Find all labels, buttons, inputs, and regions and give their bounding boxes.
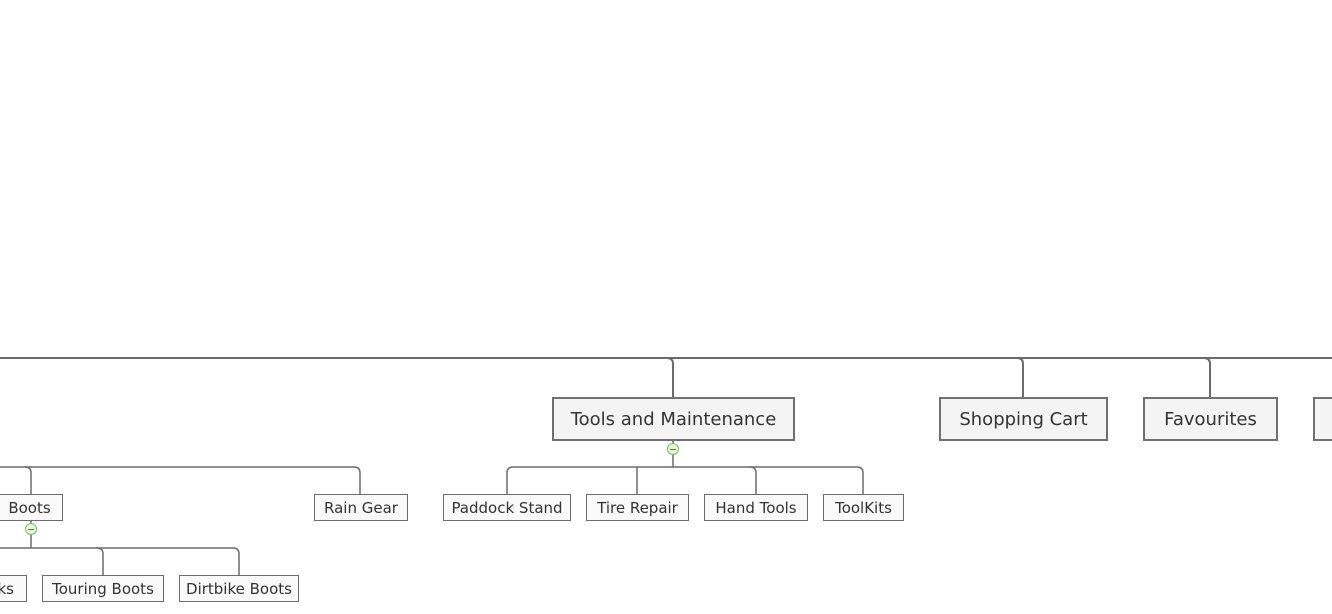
node-hand-tools[interactable]: Hand Tools [704, 494, 808, 521]
node-toolkits[interactable]: ToolKits [823, 494, 904, 521]
connector-favourites [1203, 357, 1211, 398]
node-touring-boots[interactable]: Touring Boots [42, 575, 164, 602]
connector-tools [666, 357, 674, 398]
node-boots[interactable]: Boots [0, 494, 63, 521]
connector-touring [96, 547, 104, 575]
connector-paddock [506, 466, 514, 494]
node-paddock-stand[interactable]: Paddock Stand [443, 494, 571, 521]
node-tire-repair[interactable]: Tire Repair [586, 494, 689, 521]
node-rain-gear[interactable]: Rain Gear [314, 494, 408, 521]
node-next-partial[interactable] [1313, 397, 1332, 441]
node-favourites[interactable]: Favourites [1143, 397, 1278, 441]
node-shopping-cart[interactable]: Shopping Cart [939, 397, 1108, 441]
connector-boots-bus [0, 547, 240, 575]
node-dirtbike-boots[interactable]: Dirtbike Boots [179, 575, 299, 602]
connector-apparel-bus [0, 466, 361, 494]
node-tools-and-maintenance[interactable]: Tools and Maintenance [552, 397, 795, 441]
collapse-boots-toggle[interactable] [25, 523, 37, 535]
collapse-tools-toggle[interactable] [667, 443, 679, 455]
node-boots-child-partial[interactable]: ks [0, 575, 27, 602]
connector-hand-tools [749, 466, 757, 494]
connector-toolkits [856, 466, 864, 494]
connector-boots [24, 466, 32, 494]
connector-cart [1016, 357, 1024, 398]
